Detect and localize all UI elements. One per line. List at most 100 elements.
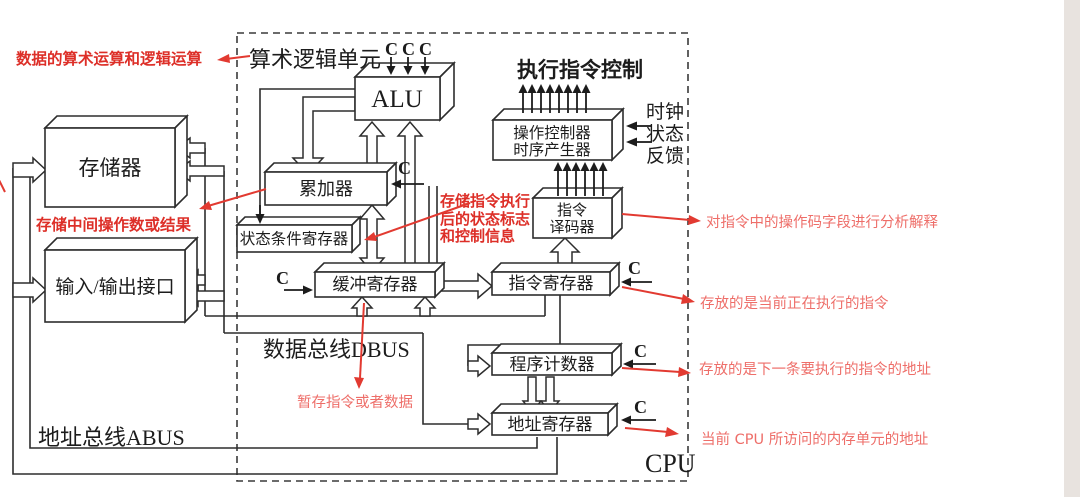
edge-red-stroke [0, 179, 6, 193]
cpu-dashed-border [236, 32, 689, 482]
controller-to-exec-arrow [518, 84, 528, 93]
op-controller-label-line1: 操作控制器 [513, 124, 591, 142]
c-flag-down-arrow [386, 66, 396, 75]
generated-arrow-rows [386, 57, 608, 196]
c-label-pc: C [634, 341, 647, 361]
annotation-decoder-arrowhead [688, 215, 701, 225]
c-flag-1: C [385, 39, 398, 59]
exec-control-title: 执行指令控制 [517, 58, 643, 82]
alu-block: ALU [353, 61, 456, 122]
controller-to-exec-arrow [572, 84, 582, 93]
annotation-ar-function: 当前 CPU 所访问的内存单元的地址 [701, 431, 928, 448]
alu-label: ALU [371, 86, 422, 113]
c-arrow-ar [621, 415, 631, 425]
buffer-register-label: 缓冲寄存器 [333, 275, 418, 294]
buffer-to-alu-arrow [396, 120, 424, 273]
red-annotations: 数据的算术运算和逻辑运算 存储中间操作数或结果 存储指令执行 后的状态标志 和控… [0, 49, 938, 448]
annotation-status-arrowhead [364, 232, 377, 241]
controller-to-exec-arrow [581, 84, 591, 93]
decoder-to-controller-arrow [562, 162, 572, 171]
alu-to-status-line [259, 88, 355, 215]
annotation-pc-arrowhead [678, 367, 691, 377]
decoder-to-controller-arrow [553, 162, 563, 171]
annotation-memory-function: 存储中间操作数或结果 [36, 215, 192, 234]
c-arrow-buffer [303, 285, 313, 295]
io-label: 输入/输出接口 [55, 276, 174, 298]
data-bus-label: 数据总线DBUS [263, 337, 410, 362]
c-flag-down-arrow [403, 66, 413, 75]
address-register-label: 地址寄存器 [508, 415, 593, 434]
annotation-ir-function: 存放的是当前正在执行的指令 [700, 295, 889, 312]
annotation-status-line3: 和控制信息 [440, 227, 515, 245]
io-block: 输入/输出接口 [43, 236, 199, 324]
status-label: 状态 [646, 123, 684, 145]
c-flag-down-arrow [420, 66, 430, 75]
decoder-label-line1: 指令 [557, 202, 587, 219]
cpu-label: CPU [645, 449, 696, 478]
controller-to-exec-arrow [527, 84, 537, 93]
status-register-label: 状态条件寄存器 [240, 230, 349, 248]
c-label-buffer: C [276, 268, 289, 288]
abus-outer-line [12, 168, 558, 475]
c-label-ir: C [628, 258, 641, 278]
buffer-register-block: 缓冲寄存器 [313, 261, 446, 299]
op-controller-block: 操作控制器 时序产生器 [491, 107, 625, 162]
c-flag-3: C [419, 39, 432, 59]
address-register-block: 地址寄存器 [490, 402, 619, 437]
annotation-ir-arrowhead [681, 294, 695, 304]
decoder-label-line2: 译码器 [549, 219, 594, 236]
address-bus-label: 地址总线ABUS [38, 425, 185, 450]
feed-pc-arrow [467, 354, 492, 378]
black-arrows [255, 121, 656, 425]
c-arrow-pc [623, 359, 633, 369]
decoder-to-controller-arrow [571, 162, 581, 171]
accumulator-label: 累加器 [299, 179, 353, 199]
to-status-arrowhead [255, 214, 265, 224]
memory-block: 存储器 [43, 114, 189, 209]
annotation-alu-arrowhead [217, 54, 230, 63]
c-arrow-ir [621, 277, 631, 287]
annotation-status-line1: 存储指令执行 [440, 192, 530, 210]
controller-to-exec-arrow [554, 84, 564, 93]
c-flag-2: C [402, 39, 415, 59]
c-label-accumulator: C [398, 158, 411, 178]
annotation-pc-function: 存放的是下一条要执行的指令的地址 [699, 361, 931, 378]
c-label-ar: C [634, 397, 647, 417]
annotation-buffer-function: 暂存指令或者数据 [297, 394, 413, 411]
annotation-memory-arrowhead [199, 201, 212, 210]
controller-to-exec-arrow [563, 84, 573, 93]
decoder-to-controller-arrow [589, 162, 599, 171]
decoder-block: 指令 译码器 [531, 186, 624, 240]
controller-to-exec-arrow [545, 84, 555, 93]
dbus-to-buffer-arrow-2 [413, 295, 437, 317]
annotation-status-line2: 后的状态标志 [440, 210, 530, 228]
feedback-label: 反馈 [646, 145, 684, 167]
abus-inner-line [29, 176, 538, 449]
diagram-labels: 算术逻辑单元 执行指令控制 C C C C C C C C 时钟 状态 反馈 数… [38, 39, 696, 478]
clock-label: 时钟 [646, 101, 684, 123]
program-counter-block: 程序计数器 [490, 342, 623, 377]
buffer-to-ir-arrow [439, 272, 494, 300]
feed-ar-arrow [467, 412, 492, 436]
annotation-buffer-arrowhead [354, 377, 364, 389]
controller-to-exec-arrow [536, 84, 546, 93]
c-arrow-accumulator [391, 179, 401, 189]
annotation-decoder-function: 对指令中的操作码字段进行分析解释 [706, 214, 938, 231]
instruction-register-label: 指令寄存器 [509, 274, 594, 293]
instruction-register-block: 指令寄存器 [490, 261, 621, 297]
status-register-block: 状态条件寄存器 [235, 215, 362, 254]
abus-to-io-arrow [12, 276, 48, 304]
annotation-ar-arrowhead [665, 427, 679, 437]
page-margin-strip [1064, 0, 1080, 497]
dbus-to-buffer-arrow-1 [350, 295, 374, 317]
accumulator-block: 累加器 [263, 161, 398, 207]
op-controller-label-line2: 时序产生器 [513, 141, 591, 159]
ar-feed-line [422, 333, 468, 425]
clock-arrowhead [626, 121, 637, 131]
blocks: 存储器 输入/输出接口 ALU 累加器 状态条件寄存器 [43, 61, 625, 437]
feedback-arrowhead [626, 137, 637, 147]
annotation-alu-function: 数据的算术运算和逻辑运算 [16, 49, 202, 68]
alu-region-title: 算术逻辑单元 [249, 47, 381, 72]
